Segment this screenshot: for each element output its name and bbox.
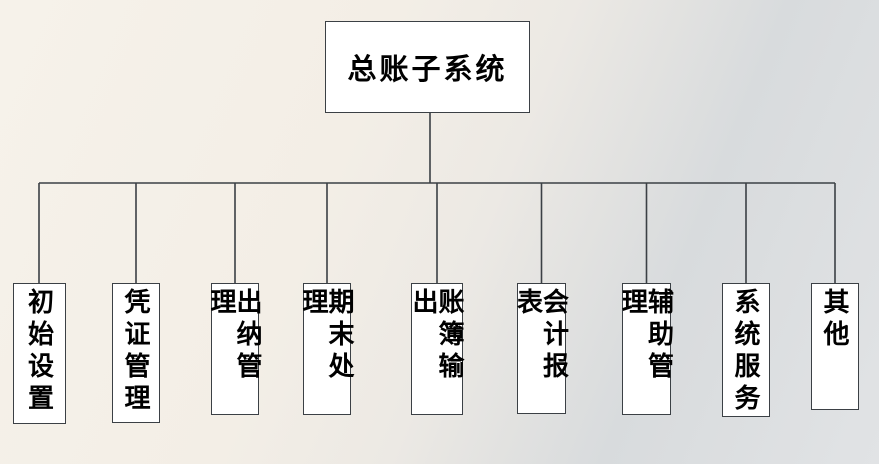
node-general-ledger-subsystem: 总账子系统 [325, 21, 530, 113]
node-voucher-management-label: 凭证管理 [121, 288, 151, 416]
node-period-end-processing: 期末处理 [299, 283, 355, 415]
node-initial-setup: 初始设置 [13, 283, 66, 424]
node-system-services-label: 系统服务 [731, 288, 761, 416]
node-period-end-processing-label: 期末处理 [299, 288, 355, 384]
node-others-label: 其他 [820, 288, 850, 352]
connector-path [38, 113, 836, 283]
node-voucher-management: 凭证管理 [112, 283, 160, 423]
node-auxiliary-management-label: 辅助管理 [618, 288, 675, 384]
node-account-book-output-label: 账簿输出 [409, 288, 465, 384]
node-others: 其他 [811, 283, 859, 410]
node-accounting-reports: 会计报表 [513, 283, 570, 414]
root-node-label: 总账子系统 [347, 54, 508, 86]
node-accounting-reports-label: 会计报表 [513, 288, 570, 384]
node-cashier-management: 出纳管理 [207, 283, 263, 415]
node-auxiliary-management: 辅助管理 [618, 283, 675, 415]
node-initial-setup-label: 初始设置 [24, 288, 55, 416]
node-system-services: 系统服务 [722, 283, 770, 417]
node-account-book-output: 账簿输出 [409, 283, 465, 415]
node-cashier-management-label: 出纳管理 [207, 288, 263, 384]
